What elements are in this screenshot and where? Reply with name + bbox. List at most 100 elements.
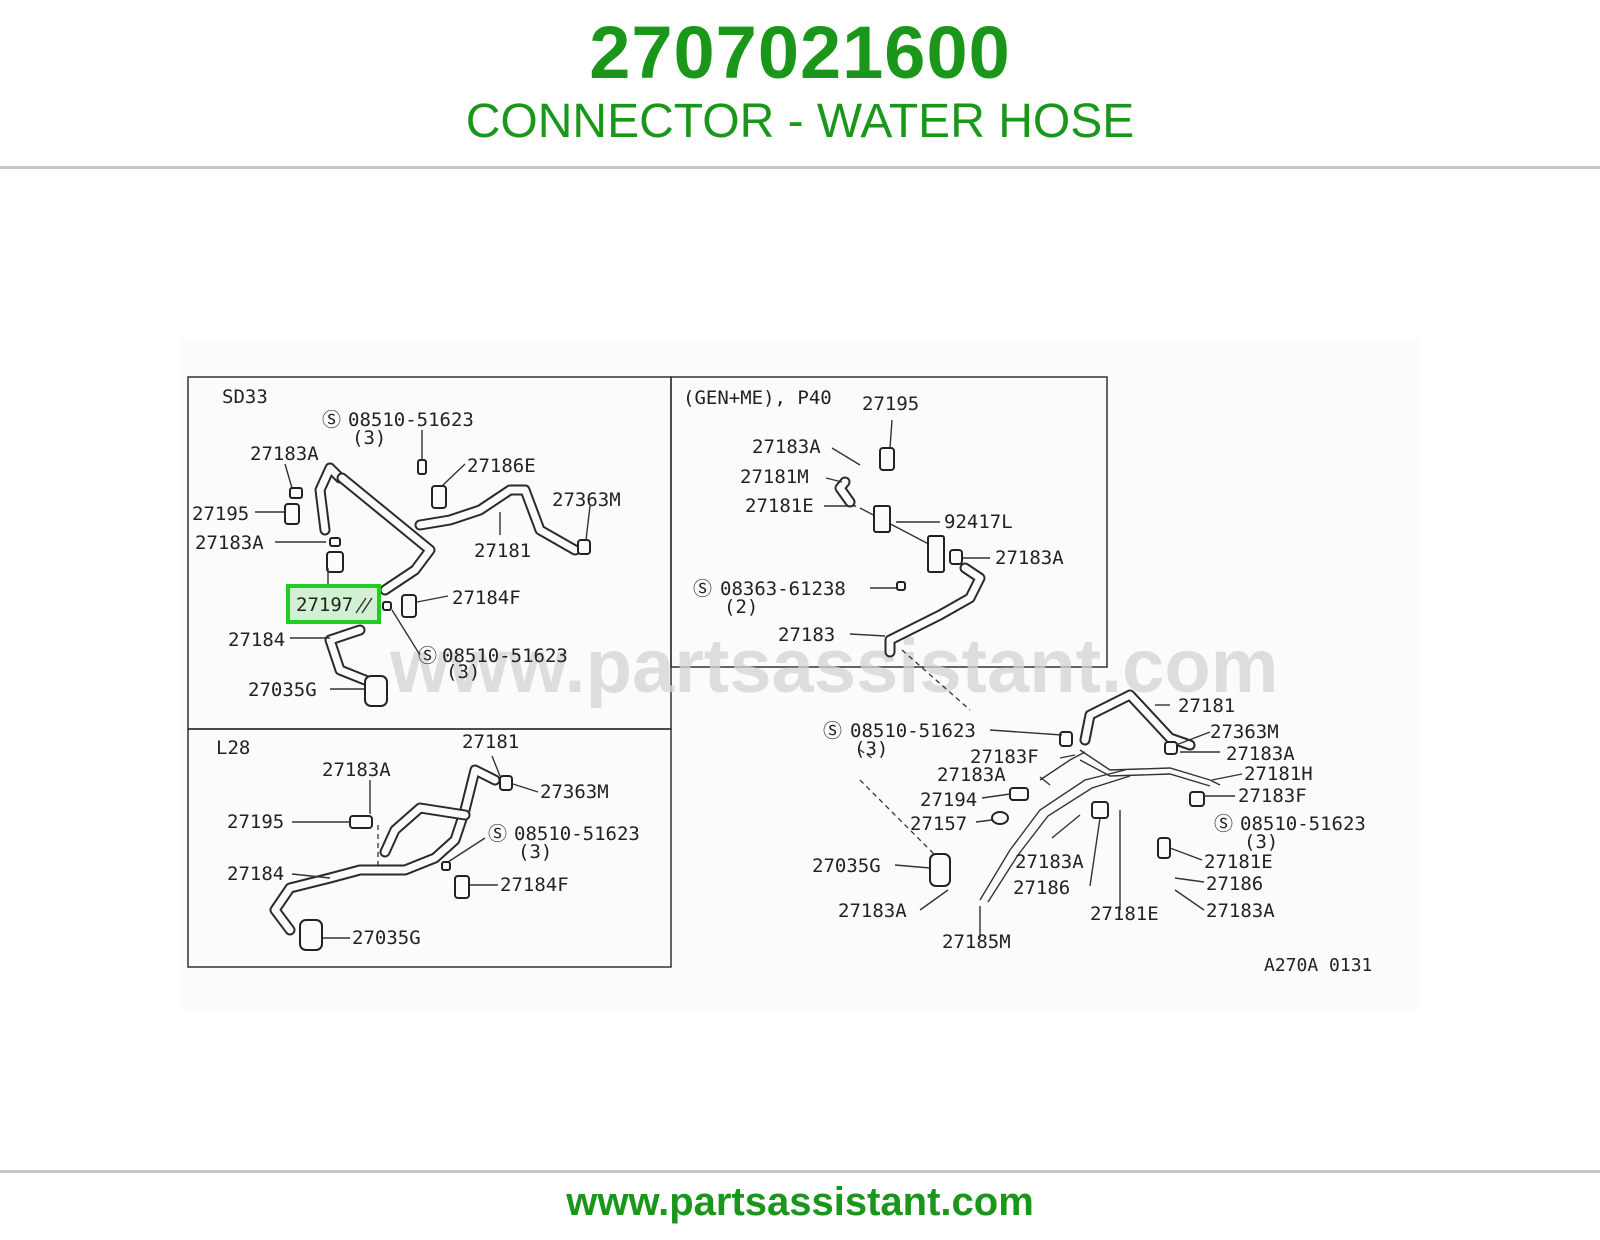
- parts-diagram: www.partsassistant.com SD33 Ⓢ 08510-5162…: [180, 340, 1420, 1010]
- sd33-27184f-label: 27184F: [452, 587, 521, 609]
- l28-bolt: [441, 861, 451, 871]
- l28-27184-label: 27184: [227, 863, 284, 885]
- sd33-27363m-clamp: [577, 539, 591, 555]
- sd33-bolt-top: [417, 459, 427, 475]
- sd33-bolt-bottom-qty: (3): [446, 661, 480, 683]
- main-27183a-d-label: 27183A: [838, 900, 907, 922]
- main-27186-part: [1091, 801, 1109, 819]
- header-divider: [0, 166, 1600, 169]
- main-27363m-label: 27363M: [1210, 721, 1279, 743]
- l28-bolt-symbol: Ⓢ: [488, 823, 507, 845]
- main-27183a-c-label: 27183A: [1015, 851, 1084, 873]
- p40-27181m-label: 27181M: [740, 466, 809, 488]
- main-bolt-a-symbol: Ⓢ: [823, 720, 842, 742]
- parts-diagram-svg: www.partsassistant.com SD33 Ⓢ 08510-5162…: [187, 376, 1372, 976]
- main-27181e-b-label: 27181E: [1090, 903, 1159, 925]
- main-27183f-a-label: 27183F: [970, 746, 1039, 768]
- main-27181h-label: 27181H: [1244, 763, 1313, 785]
- p40-title: (GEN+ME), P40: [683, 387, 832, 409]
- sd33-bolt-bottom-symbol: Ⓢ: [418, 645, 437, 667]
- sd33-27195-connector: [284, 503, 300, 525]
- p40-27195-connector: [879, 447, 895, 471]
- p40-bolt: [896, 581, 906, 591]
- main-27181e-a-label: 27181E: [1204, 851, 1273, 873]
- footer-divider: [0, 1170, 1600, 1173]
- main-bolt-a-qty: (3): [854, 738, 888, 760]
- sd33-bolt-top-number: 08510-51623: [348, 409, 474, 431]
- l28-27184f-label: 27184F: [500, 874, 569, 896]
- main-hoses: [1079, 689, 1196, 751]
- main-bolt-a-number: 08510-51623: [850, 720, 976, 742]
- l28-panel: [187, 728, 672, 968]
- sd33-27197-highlight-box: [286, 584, 381, 624]
- p40-bolt-qty: (2): [724, 596, 758, 618]
- p40-27183a-label: 27183A: [752, 436, 821, 458]
- main-27157-part: [991, 811, 1009, 825]
- l28-title: L28: [216, 737, 250, 759]
- sd33-hoses: [314, 462, 581, 686]
- main-27157-label: 27157: [910, 813, 967, 835]
- main-27183a-a-label: 27183A: [937, 764, 1006, 786]
- p40-92417l-bracket: [873, 505, 891, 533]
- p40-bolt-symbol: Ⓢ: [693, 578, 712, 600]
- l28-leaders: [291, 755, 539, 939]
- main-27035g-connector: [929, 853, 951, 887]
- l28-27183a-label: 27183A: [322, 759, 391, 781]
- l28-bolt-qty: (3): [518, 841, 552, 863]
- p40-27183-label: 27183: [778, 624, 835, 646]
- sd33-27197-connector: [326, 551, 344, 573]
- main-leaders: [859, 704, 1243, 938]
- sd33-bolt-top-label: Ⓢ: [322, 409, 341, 431]
- p40-panel: [670, 376, 1108, 668]
- p40-hoses: [834, 476, 986, 658]
- main-bolt-b-qty: (3): [1244, 831, 1278, 853]
- sd33-27035g-connector: [364, 675, 388, 707]
- main-pipes: [979, 749, 1221, 903]
- l28-27195-connector: [349, 815, 373, 829]
- main-bolt-b-number: 08510-51623: [1240, 813, 1366, 835]
- l28-bolt-number: 08510-51623: [514, 823, 640, 845]
- l28-hoses: [269, 764, 501, 936]
- l28-27035g-connector: [299, 919, 323, 951]
- l28-27035g-label: 27035G: [352, 927, 421, 949]
- sd33-27195-label: 27195: [192, 503, 249, 525]
- sd33-bolt-bottom-number: 08510-51623: [442, 645, 568, 667]
- p40-92417l-label: 92417L: [944, 511, 1013, 533]
- sd33-27186e-label: 27186E: [467, 455, 536, 477]
- sd33-27183a-mid-label: 27183A: [195, 532, 264, 554]
- l28-27195-label: 27195: [227, 811, 284, 833]
- main-27183f-b-part: [1189, 791, 1205, 807]
- main-27183f-a-part: [1059, 731, 1073, 747]
- main-27183f-b-label: 27183F: [1238, 785, 1307, 807]
- part-name-subtitle: CONNECTOR - WATER HOSE: [465, 95, 1135, 148]
- part-number-title: 2707021600: [589, 11, 1011, 94]
- footer-url[interactable]: www.partsassistant.com: [566, 1180, 1034, 1224]
- p40-bolt-number: 08363-61238: [720, 578, 846, 600]
- p40-leaders: [824, 419, 990, 711]
- p40-27183a-b-label: 27183A: [995, 547, 1064, 569]
- sd33-27184-label: 27184: [228, 629, 285, 651]
- page-header: 2707021600 CONNECTOR - WATER HOSE: [0, 0, 1600, 168]
- sd33-title: SD33: [222, 386, 268, 408]
- l28-27181-label: 27181: [462, 731, 519, 753]
- main-bolt-b-symbol: Ⓢ: [1214, 813, 1233, 835]
- diagram-code: A270A 0131: [1264, 955, 1372, 976]
- sd33-clamp-mid: [329, 537, 341, 547]
- main-27186-a-label: 27186: [1013, 877, 1070, 899]
- sd33-27181-label: 27181: [474, 540, 531, 562]
- main-27185m-label: 27185M: [942, 931, 1011, 953]
- l28-27363m-label: 27363M: [540, 781, 609, 803]
- main-27035g-label: 27035G: [812, 855, 881, 877]
- main-27181-label: 27181: [1178, 695, 1235, 717]
- sd33-27183a-top-label: 27183A: [250, 443, 319, 465]
- p40-27183a-clamp: [949, 549, 963, 565]
- sd33-clamp-top: [289, 487, 303, 499]
- p40-27181e-label: 27181E: [745, 495, 814, 517]
- p40-27195-label: 27195: [862, 393, 919, 415]
- sd33-bolt-top-qty: (3): [352, 427, 386, 449]
- main-27183a-e-label: 27183A: [1206, 900, 1275, 922]
- main-27194-label: 27194: [920, 789, 977, 811]
- main-27181e-a-part: [1157, 837, 1171, 859]
- p40-bracket-b: [927, 535, 945, 573]
- l28-27363m-clamp: [499, 775, 513, 791]
